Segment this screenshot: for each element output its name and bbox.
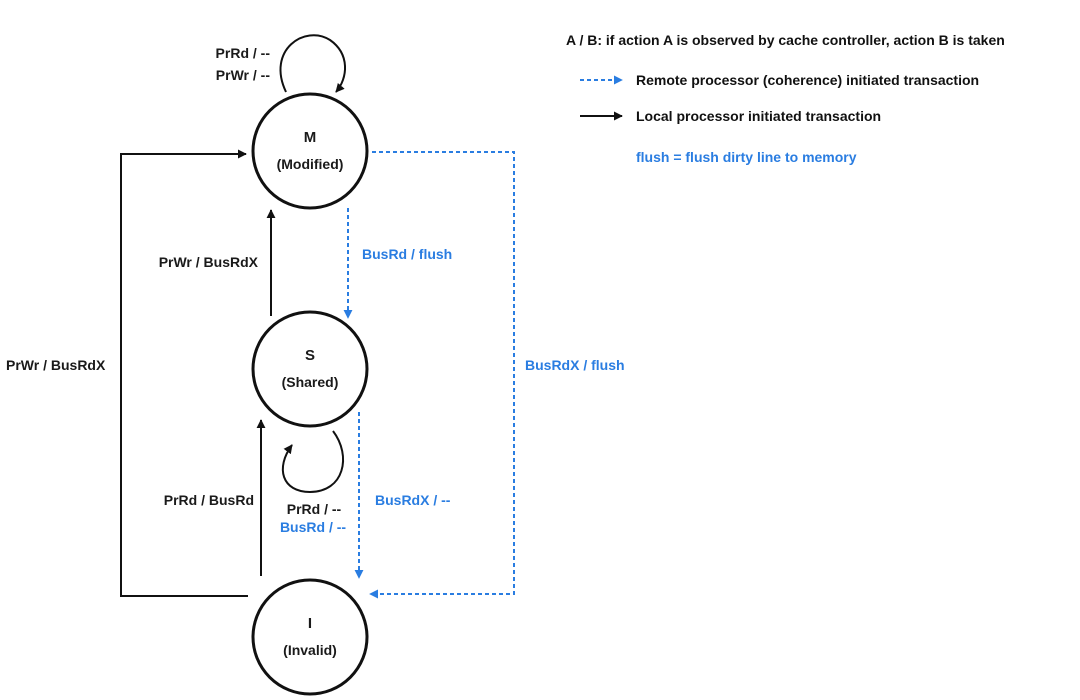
state-modified-letter: M [304,129,317,146]
state-invalid-name: (Invalid) [283,642,337,658]
edge-m-to-i [369,151,515,599]
state-shared: S (Shared) [251,310,369,428]
label-i-to-m: PrWr / BusRdX [6,357,106,373]
state-modified: M (Modified) [251,92,369,210]
label-s-to-i: BusRdX / -- [375,492,451,508]
state-shared-name: (Shared) [282,374,339,390]
label-m-self-write: PrWr / -- [216,67,271,83]
edge-i-to-m [120,149,248,597]
label-m-self-read: PrRd / -- [216,45,271,61]
legend-flush-note: flush = flush dirty line to memory [636,149,857,165]
label-m-to-i: BusRdX / flush [525,357,625,373]
legend-local-text: Local processor initiated transaction [636,108,881,124]
state-invalid: I (Invalid) [251,578,369,696]
label-s-self-read: PrRd / -- [287,501,342,517]
label-i-to-s: PrRd / BusRd [164,492,254,508]
edge-m-self-loop [279,34,347,93]
label-m-to-s: BusRd / flush [362,246,452,262]
label-s-to-m: PrWr / BusRdX [159,254,259,270]
state-shared-letter: S [305,347,315,364]
state-modified-name: (Modified) [277,156,344,172]
legend-remote-text: Remote processor (coherence) initiated t… [636,72,979,88]
legend-notation: A / B: if action A is observed by cache … [566,32,1005,48]
legend: A / B: if action A is observed by cache … [566,32,1005,165]
state-invalid-letter: I [308,615,312,632]
label-s-self-busrd: BusRd / -- [280,519,346,535]
edge-s-self-loop [281,430,345,494]
